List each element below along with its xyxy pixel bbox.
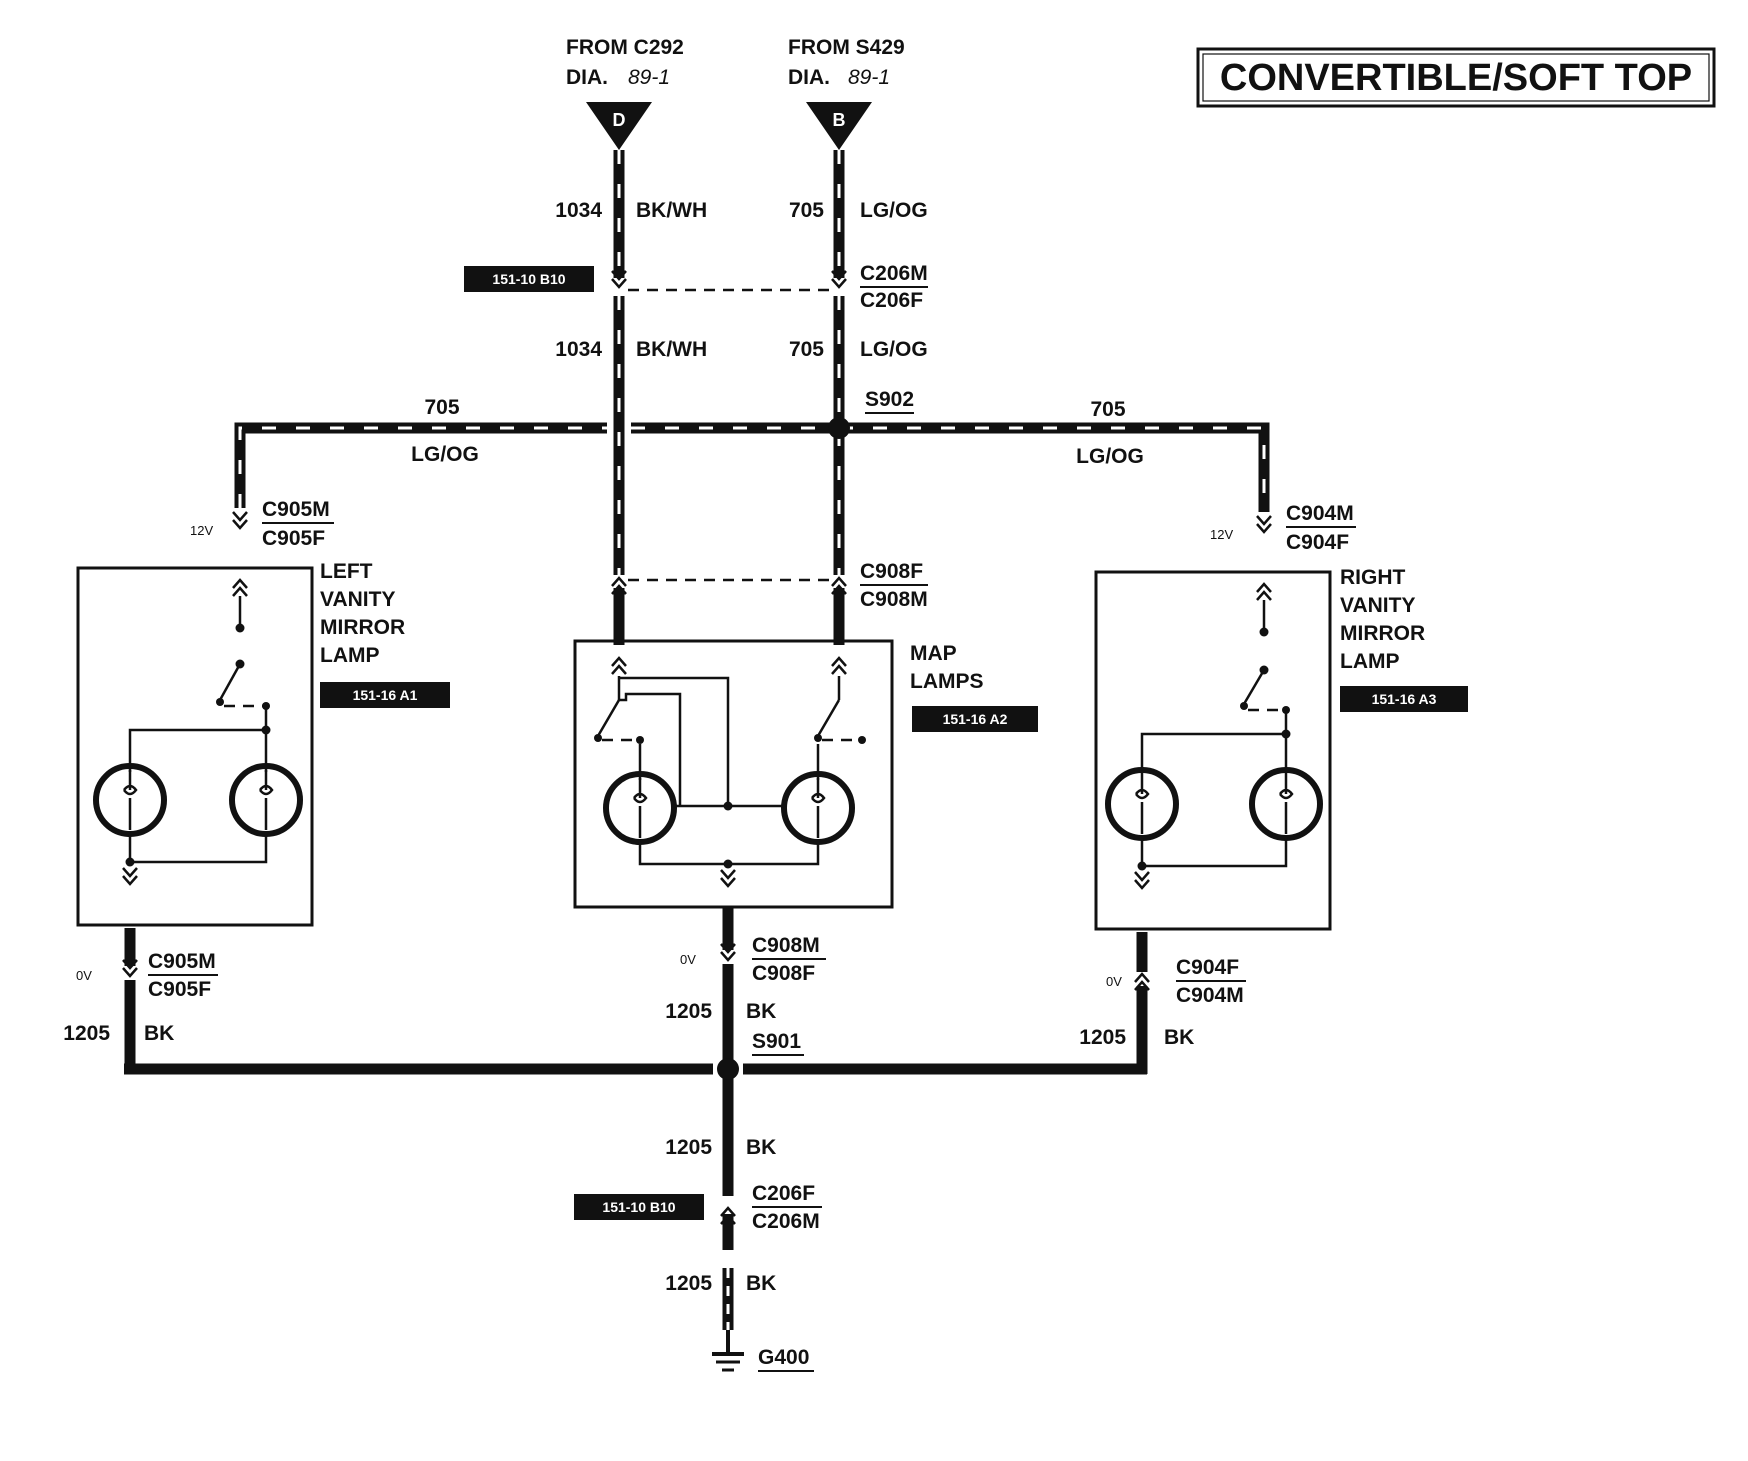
connector-c206-top: 151-10 B10 C206M C206F — [464, 262, 928, 312]
c908-bot-m: C908M — [752, 934, 820, 957]
c206-top-m: C206M — [860, 262, 928, 285]
c904-top-f: C904F — [1286, 531, 1349, 554]
wire-1205-low1-color: BK — [746, 1136, 776, 1159]
wire-705-top-circuit: 705 — [789, 199, 824, 222]
splice-s902-label: S902 — [865, 388, 914, 411]
c904-top-m: C904M — [1286, 502, 1354, 525]
left-lamp-line1: LEFT — [320, 560, 373, 583]
wire-1034-mid-circuit: 1034 — [555, 338, 602, 361]
connector-c905-top: C905M C905F 12V — [190, 498, 334, 550]
wire-1205-center-circuit: 1205 — [665, 1000, 712, 1023]
source-d-dia-value: 89-1 — [628, 66, 670, 89]
connector-c908-bottom: C908M C908F 0V — [680, 934, 826, 985]
wire-705-right-circuit: 705 — [1090, 398, 1125, 421]
right-lamp-line3: MIRROR — [1340, 622, 1425, 645]
wire-1205-low2-color: BK — [746, 1272, 776, 1295]
source-d-letter: D — [613, 110, 626, 130]
c905-top-f: C905F — [262, 527, 325, 550]
map-lamps-line1: MAP — [910, 642, 957, 665]
wire-1034-mid-color: BK/WH — [636, 338, 707, 361]
c905-top-m: C905M — [262, 498, 330, 521]
wire-1205-center-color: BK — [746, 1000, 776, 1023]
source-b-terminal: FROM S429 DIA. 89-1 B — [788, 36, 905, 150]
c206-top-f: C206F — [860, 289, 923, 312]
right-vanity-mirror-lamp: RIGHT VANITY MIRROR LAMP 151-16 A3 — [1094, 566, 1468, 931]
source-b-dia-value: 89-1 — [848, 66, 890, 89]
wire-1205-left-circuit: 1205 — [63, 1022, 110, 1045]
wire-705-mid-circuit: 705 — [789, 338, 824, 361]
c905-bot-f: C905F — [148, 978, 211, 1001]
c904-bot-m: C904F — [1176, 956, 1239, 979]
voltage-center-bot: 0V — [680, 952, 696, 967]
right-lamp-ref: 151-16 A3 — [1372, 691, 1437, 707]
c206-bot-ref: 151-10 B10 — [602, 1199, 675, 1215]
wire-1205-left-color: BK — [144, 1022, 174, 1045]
c206-top-ref: 151-10 B10 — [492, 271, 565, 287]
connector-c905-bottom: C905M C905F 0V — [76, 950, 218, 1001]
left-vanity-mirror-lamp: LEFT VANITY MIRROR LAMP 151-16 A1 — [76, 560, 450, 927]
map-lamps-line2: LAMPS — [910, 670, 984, 693]
left-lamp-line4: LAMP — [320, 644, 380, 667]
c206-bot-m: C206F — [752, 1182, 815, 1205]
c908-top-m: C908F — [860, 560, 923, 583]
splice-s902-dot — [828, 417, 850, 439]
wire-1034-top-color: BK/WH — [636, 199, 707, 222]
c905-bot-m: C905M — [148, 950, 216, 973]
connector-c904-bottom: C904F C904M 0V — [1106, 956, 1246, 1007]
wire-705-left-color: LG/OG — [411, 443, 479, 466]
source-b-letter: B — [833, 110, 846, 130]
connector-c904-top: C904M C904F 12V — [1210, 502, 1356, 554]
splice-s901-label: S901 — [752, 1030, 801, 1053]
map-lamps: MAP LAMPS 151-16 A2 — [573, 639, 1038, 909]
voltage-right-bot: 0V — [1106, 974, 1122, 989]
source-d-from: FROM C292 — [566, 36, 684, 59]
c908-bot-f: C908F — [752, 962, 815, 985]
wire-705-mid-color: LG/OG — [860, 338, 928, 361]
wire-705-horizontal — [234, 417, 1270, 512]
ground-wires — [124, 908, 1148, 1372]
diagram-title: CONVERTIBLE/SOFT TOP — [1220, 57, 1692, 99]
right-lamp-line4: LAMP — [1340, 650, 1400, 673]
left-lamp-line2: VANITY — [320, 588, 395, 611]
source-b-dia-label: DIA. — [788, 66, 830, 89]
wire-705-top-color: LG/OG — [860, 199, 928, 222]
c908-top-f: C908M — [860, 588, 928, 611]
connector-c206-bottom: 151-10 B10 C206F C206M — [574, 1182, 822, 1233]
c904-bot-f: C904M — [1176, 984, 1244, 1007]
voltage-left-bot: 0V — [76, 968, 92, 983]
left-lamp-line3: MIRROR — [320, 616, 405, 639]
source-d-terminal: FROM C292 DIA. 89-1 D — [566, 36, 684, 150]
wire-1205-right-color: BK — [1164, 1026, 1194, 1049]
connector-c908-top: C908F C908M — [610, 560, 928, 611]
source-b-from: FROM S429 — [788, 36, 905, 59]
wire-1205-low1-circuit: 1205 — [665, 1136, 712, 1159]
map-lamps-ref: 151-16 A2 — [943, 711, 1008, 727]
wire-1034-top-circuit: 1034 — [555, 199, 602, 222]
voltage-left-top: 12V — [190, 523, 213, 538]
left-lamp-ref: 151-16 A1 — [353, 687, 418, 703]
ground-g400-label: G400 — [758, 1346, 809, 1369]
splice-s901-dot — [717, 1058, 739, 1080]
wire-705-left-circuit: 705 — [424, 396, 459, 419]
wire-1205-right-circuit: 1205 — [1079, 1026, 1126, 1049]
title-box: CONVERTIBLE/SOFT TOP — [1196, 47, 1716, 108]
voltage-right-top: 12V — [1210, 527, 1233, 542]
c206-bot-f: C206M — [752, 1210, 820, 1233]
right-lamp-line2: VANITY — [1340, 594, 1415, 617]
right-lamp-line1: RIGHT — [1340, 566, 1406, 589]
wire-1205-low2-circuit: 1205 — [665, 1272, 712, 1295]
wire-705-right-color: LG/OG — [1076, 445, 1144, 468]
source-d-dia-label: DIA. — [566, 66, 608, 89]
